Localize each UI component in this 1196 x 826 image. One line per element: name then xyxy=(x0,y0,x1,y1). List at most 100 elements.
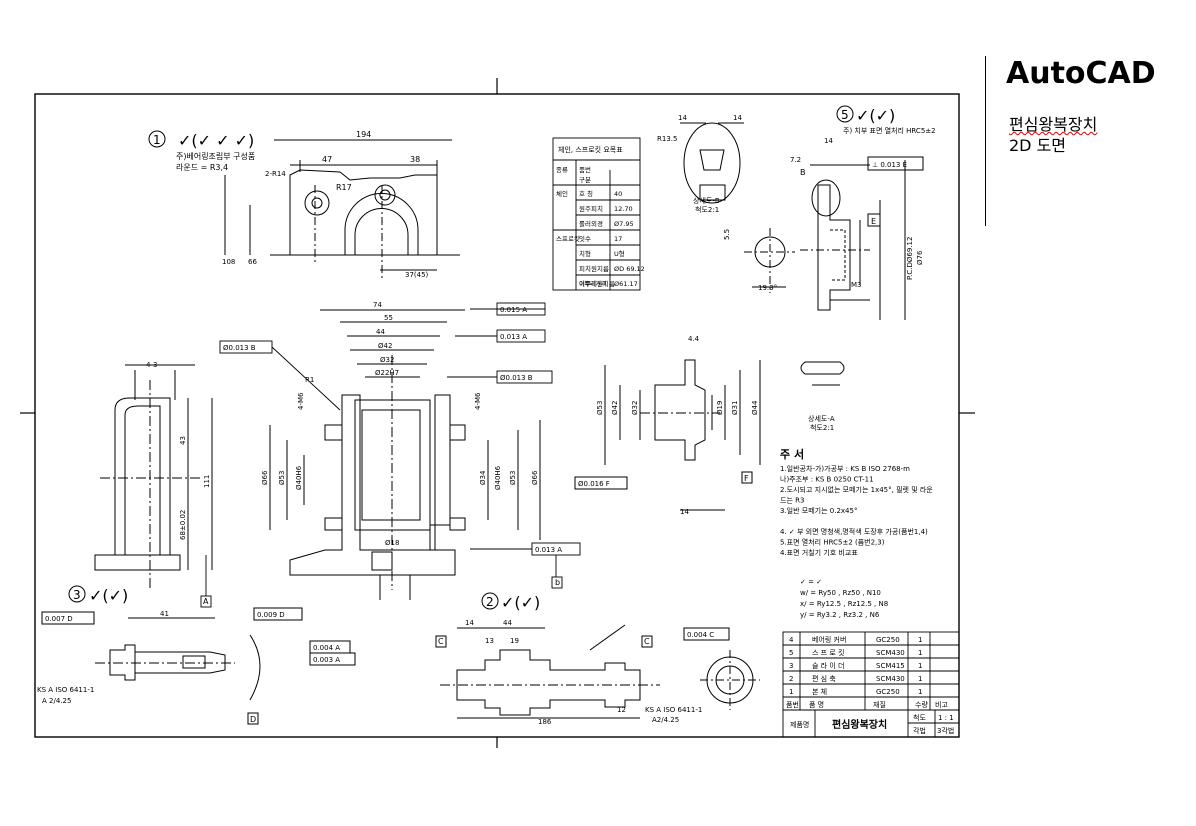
slider-fcf-4: 0.003 A xyxy=(313,656,340,664)
view-1-dim-66: 66 xyxy=(248,258,257,266)
parts-cell: SCM430 xyxy=(876,675,905,683)
sprocket-hub-view xyxy=(574,359,761,511)
main-dim-66-left: Ø66 xyxy=(261,470,269,485)
subtitle-line-1: 편심왕복장치 xyxy=(1009,115,1098,134)
main-view-fcf-frames xyxy=(200,302,581,608)
gear-table-value: Ø7.95 xyxy=(614,220,634,228)
main-dim-40h6-right: Ø40H6 xyxy=(494,465,502,490)
parts-cell: 본 체 xyxy=(812,688,827,696)
slider-fcf-3: 0.004 A xyxy=(313,644,340,652)
main-dim-34: Ø34 xyxy=(479,470,487,485)
shaft-note-2: A2/4.25 xyxy=(652,716,679,724)
view-5-fcf: ⊥ 0.013 E xyxy=(872,161,907,169)
main-fcf-3: Ø0.013 B xyxy=(500,374,533,382)
title-block-method-label: 각법 xyxy=(913,726,926,735)
view-1-note: 주)베어링조립부 구성품 xyxy=(176,151,255,161)
title-block-scale-value: 1 : 1 xyxy=(938,714,954,722)
gear-table-value: 12.70 xyxy=(614,205,633,213)
view-1-note-round: 라운드 = R3,4 xyxy=(176,163,228,172)
parts-cell: 슬 라 이 더 xyxy=(812,661,844,670)
parts-header-cell: 수량 xyxy=(915,701,928,709)
title-block-product-name: 편심왕복장치 xyxy=(832,718,887,731)
parts-cell: 편 심 축 xyxy=(812,674,836,683)
note-line: 3.일반 모떼기는 0.2x45° xyxy=(780,506,857,515)
detail-b-scale: 척도2:1 xyxy=(695,206,719,214)
left-view-dim-43: 43 xyxy=(179,436,187,445)
main-dim-44: 44 xyxy=(376,328,385,336)
gear-table-item: 치형 xyxy=(579,249,591,258)
gear-table-value: Ø61.17 xyxy=(614,280,638,288)
detail-b-dim-5: 5.5 xyxy=(723,229,731,240)
shaft-dim-12: 12 xyxy=(617,706,626,714)
main-fcf-5: 0.013 A xyxy=(535,546,562,554)
main-datum-b: b xyxy=(555,578,560,587)
main-dim-r1: R1 xyxy=(305,376,314,384)
left-view-dim-68: 68±0.02 xyxy=(179,510,187,540)
view-1-number: 1 xyxy=(153,133,161,147)
shaft-datum-c2: C xyxy=(644,637,650,646)
view-3-roughness: ✓(✓) xyxy=(89,586,128,605)
slider-note-2: A 2/4.25 xyxy=(42,697,71,705)
view-3-number: 3 xyxy=(73,588,81,602)
detail-b-dim-14-right: 14 xyxy=(733,114,742,122)
main-section-view xyxy=(269,309,541,600)
slider-datum-d: D xyxy=(250,715,256,724)
shaft-dim-19: 19 xyxy=(510,637,519,645)
hub-dim-44: Ø44 xyxy=(751,400,759,415)
detail-a-scale: 척도2:1 xyxy=(810,424,834,432)
gear-table-item: 롤러외경 xyxy=(579,219,603,228)
slider-fcf-1: 0.007 D xyxy=(45,615,73,623)
gear-table-group: 체인 xyxy=(556,189,568,198)
view-3-slider xyxy=(41,585,356,725)
main-dim-53-right: Ø53 xyxy=(509,471,517,485)
parts-cell: 4 xyxy=(789,636,794,644)
note-line: 드는 R3 xyxy=(780,497,804,505)
main-dim-42: Ø42 xyxy=(378,342,392,350)
parts-cell: 2 xyxy=(789,675,793,683)
hub-datum-f: F xyxy=(744,474,749,483)
parts-header-cell: 비고 xyxy=(935,700,948,709)
title-block-scale-label: 척도 xyxy=(913,714,926,722)
view-1-dim-108: 108 xyxy=(222,258,235,266)
view-5-dim-14: 14 xyxy=(824,137,833,145)
hub-dim-32: Ø32 xyxy=(631,401,639,415)
view-2-shaft xyxy=(435,592,760,719)
parts-header-cell: 재질 xyxy=(873,701,886,709)
view-5-label-b: B xyxy=(800,168,806,177)
note-line: 2.도시되고 지시없는 모떼기는 1x45°, 필렛 및 라운 xyxy=(780,485,933,494)
gear-table-item: 이뿌리거리 xyxy=(579,280,607,288)
roughness-line: w/ = Ry50 , Rz50 , N10 xyxy=(800,589,881,597)
view-5-sprocket xyxy=(800,105,924,320)
parts-cell: 3 xyxy=(789,662,793,670)
parts-cell: 5 xyxy=(789,649,793,657)
left-view-dim-111: 111 xyxy=(203,475,211,488)
view-1-dim-194: 194 xyxy=(356,130,371,139)
gear-table-item: 이뿌리원지름 xyxy=(579,279,615,288)
hub-dim-14: 14 xyxy=(680,508,689,516)
detail-b-view xyxy=(680,122,795,293)
main-dim-m6-right: 4-M6 xyxy=(474,392,482,410)
title-block-product-label: 제품명 xyxy=(790,720,809,729)
gear-table-group: 종류 xyxy=(556,166,568,174)
view-1-dim-r17: R17 xyxy=(336,183,352,192)
parts-cell: 1 xyxy=(918,688,922,696)
hub-dim-4.4: 4.4 xyxy=(688,335,700,343)
gear-table-item: 품번 xyxy=(579,165,591,174)
note-line: 4. ✓ 부 외면 명청색,명적색 도장후 가공(품번1,4) xyxy=(780,527,928,536)
main-dim-22h7: Ø22H7 xyxy=(375,369,399,377)
view-2-roughness: ✓(✓) xyxy=(501,593,540,612)
view-1-dim-37: 37(45) xyxy=(405,271,429,279)
main-dim-flat: Ø18 xyxy=(385,539,399,547)
parts-cell: 스 프 로 킷 xyxy=(812,648,844,657)
parts-header-cell: 품 명 xyxy=(809,700,824,709)
header-divider xyxy=(985,56,986,226)
view-1-bearing-cover xyxy=(148,130,460,280)
view-1-dim-2r14: 2-R14 xyxy=(265,170,286,178)
roughness-line: y/ = Ry3.2 , Rz3.2 , N6 xyxy=(800,611,880,619)
parts-cell: 베어링 커버 xyxy=(812,635,846,644)
main-fcf-1: 0.015 A xyxy=(500,306,527,314)
gear-table-item: 잇수 xyxy=(579,235,591,243)
note-line: 나)주조부 : KS B 0250 CT-11 xyxy=(780,475,874,484)
